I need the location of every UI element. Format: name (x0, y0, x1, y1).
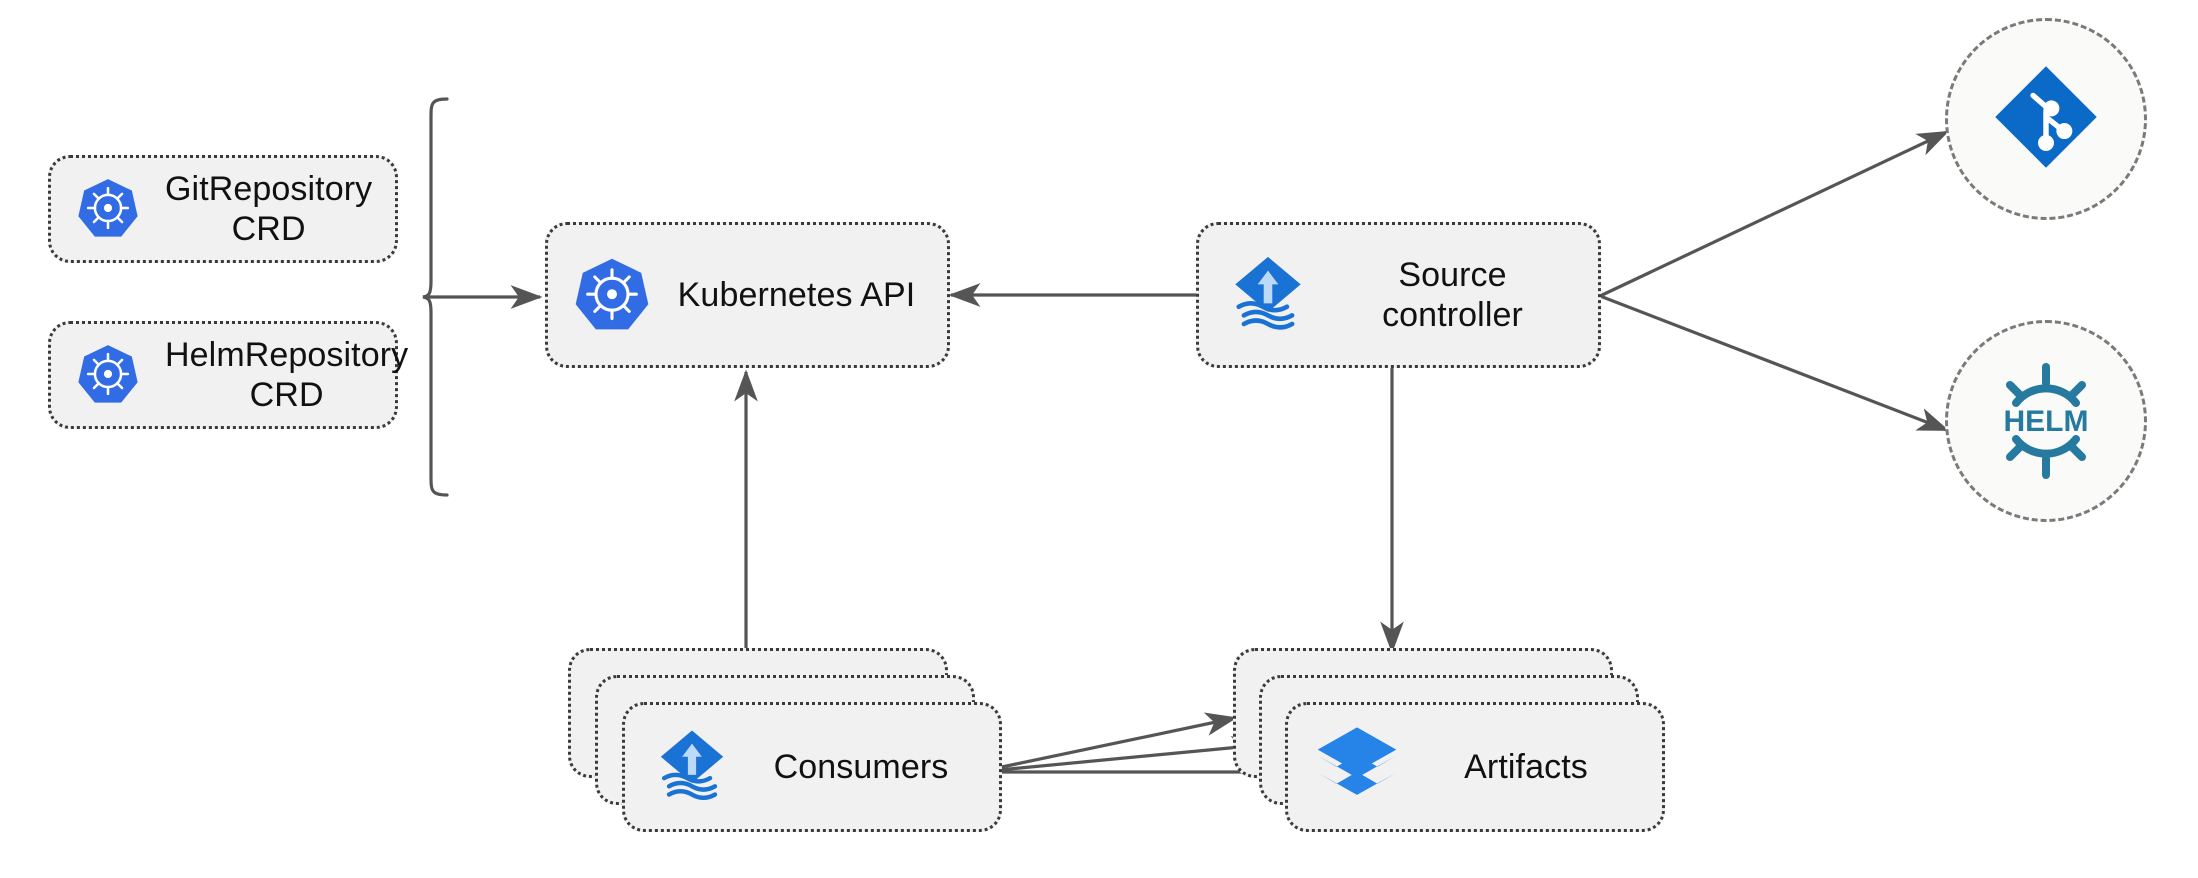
node-label: Consumers (773, 747, 949, 786)
node-kubernetes-api[interactable]: Kubernetes API (545, 222, 950, 368)
edge-consumers-to-artifacts-2 (977, 736, 1264, 774)
node-helm-repository-crd[interactable]: HelmRepository CRD (48, 321, 408, 429)
node-git-repository-crd[interactable]: GitRepository CRD (48, 155, 398, 263)
node-consumers[interactable]: Consumers (622, 702, 1002, 832)
helm-icon: HELM (1986, 361, 2106, 481)
node-label: GitRepository CRD (165, 169, 373, 248)
kubernetes-icon (77, 342, 139, 409)
node-source-controller[interactable]: Source controller (1196, 222, 1601, 368)
node-git[interactable] (1945, 18, 2147, 220)
node-label: Source controller (1382, 255, 1523, 334)
node-helm[interactable]: HELM (1945, 320, 2147, 522)
edge-source-controller-to-helm (1599, 294, 1950, 432)
flux-icon (651, 724, 733, 811)
helm-wordmark: HELM (2004, 405, 2089, 438)
node-label: Artifacts (1464, 747, 1588, 786)
edge-consumers-to-artifacts-1 (977, 712, 1238, 774)
node-label: Kubernetes API (677, 275, 916, 314)
node-label: HelmRepository CRD (165, 335, 409, 414)
edge-source-controller-to-git (1599, 130, 1950, 298)
git-icon (1992, 63, 2100, 176)
node-artifacts[interactable]: Artifacts (1285, 702, 1665, 832)
crd-group-bracket (422, 97, 449, 497)
kubernetes-icon (77, 176, 139, 243)
flux-icon (1225, 250, 1311, 341)
layers-icon (1314, 724, 1400, 811)
kubernetes-icon (574, 255, 650, 336)
